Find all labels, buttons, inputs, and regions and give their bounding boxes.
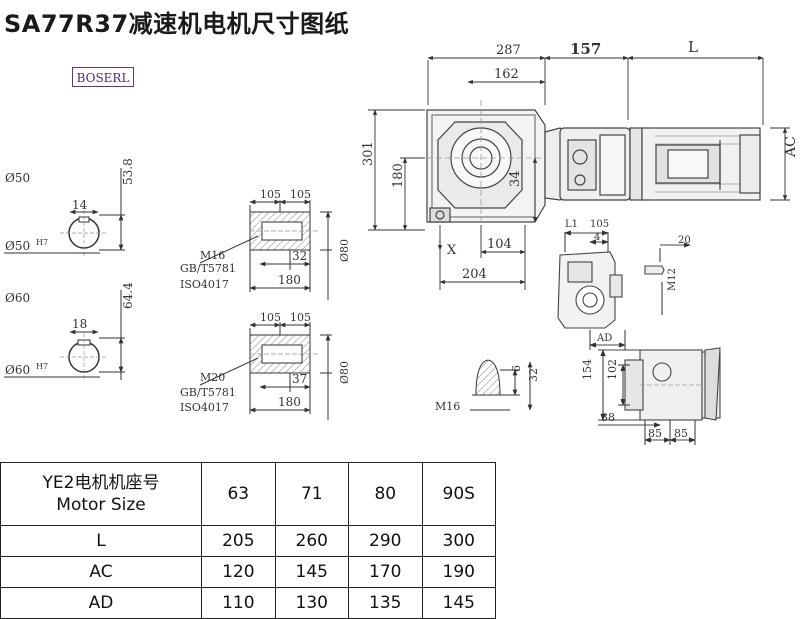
plug-drawing — [470, 359, 533, 411]
plug-labels: M16 6 32 — [435, 365, 540, 413]
dim-L: L — [688, 38, 698, 56]
plug-d32: 32 — [527, 368, 540, 382]
row-label: L — [0, 525, 203, 557]
bolt-m20-drawing — [199, 322, 332, 420]
dim-162: 162 — [494, 67, 519, 82]
shaft-60-key: 18 — [72, 317, 87, 331]
bolt-m16-d1: 105 — [260, 188, 281, 201]
bolt-m16-d80: Ø80 — [338, 239, 351, 262]
bolt-m16-d32: 32 — [292, 249, 307, 263]
table-cell: 110 — [201, 587, 276, 619]
size-63: 63 — [201, 462, 276, 526]
bolt-m20-d1: 105 — [260, 311, 281, 324]
row-label: AD — [0, 587, 203, 619]
bolt-m16-drawing — [199, 199, 332, 300]
brand-logo: BOSERL — [72, 67, 134, 87]
side-d4: 4 — [594, 232, 600, 243]
table-cell: 290 — [348, 525, 423, 557]
bolt-m16-d2: 105 — [290, 188, 311, 201]
bolt-m20-d37: 37 — [292, 372, 307, 386]
shaft-50-key: 14 — [72, 198, 88, 212]
front-d85b: 85 — [674, 427, 688, 440]
dim-X: X — [447, 243, 457, 258]
page-title: SA77R37减速机电机尺寸图纸 — [4, 10, 350, 38]
bolt-m20-std2: ISO4017 — [180, 401, 229, 414]
bolt-m16-thread: M16 — [200, 249, 225, 262]
table-cell: 190 — [421, 556, 496, 588]
side-m12: M12 — [667, 268, 678, 291]
shaft-60-height: 64.4 — [121, 282, 135, 309]
row-label: AC — [0, 556, 203, 588]
dim-34: 34 — [508, 170, 523, 187]
table-cell: 145 — [421, 587, 496, 619]
bolt-m20-thread: M20 — [200, 371, 225, 384]
side-l1: L1 — [565, 219, 578, 230]
side-d105: 105 — [590, 219, 609, 230]
side-ad: AD — [596, 333, 612, 344]
table-cell: 130 — [274, 587, 350, 619]
shaft-section-60 — [4, 290, 125, 380]
header-label-cn: YE2电机机座号 — [42, 473, 160, 493]
bolt-m20-d80: Ø80 — [338, 361, 351, 384]
dim-180: 180 — [391, 163, 406, 188]
shaft-60-hole: Ø60 — [5, 363, 30, 377]
bolt-m20-std1: GB/T5781 — [180, 386, 236, 399]
table-row: AC 120 145 170 190 — [0, 556, 496, 588]
table-cell: 135 — [348, 587, 423, 619]
front-d154: 154 — [581, 359, 594, 380]
front-d102: 102 — [606, 359, 619, 380]
bolt-m16-std1: GB/T5781 — [180, 262, 236, 275]
dim-AC: AC — [783, 136, 799, 158]
shaft-50-dia: Ø50 — [5, 171, 30, 185]
main-dimensions — [368, 55, 790, 290]
shaft-60-tol: H7 — [36, 362, 48, 371]
dim-204: 204 — [462, 267, 487, 282]
table-cell: 205 — [201, 525, 276, 557]
table-row: AD 110 130 135 145 — [0, 587, 496, 619]
table-header-row: YE2电机机座号 Motor Size 63 71 80 90S — [0, 462, 496, 526]
shaft-50-hole: Ø50 — [5, 239, 30, 253]
table-cell: 120 — [201, 556, 276, 588]
bolt-m16-labels: 105 105 M16 GB/T5781 ISO4017 32 180 Ø80 — [180, 188, 351, 291]
shaft-50-tol: H7 — [36, 238, 48, 247]
bolt-m16-std2: ISO4017 — [180, 278, 229, 291]
side-d20: 20 — [678, 235, 691, 246]
bolt-m20-d2: 105 — [290, 311, 311, 324]
shaft-section-50 — [4, 168, 125, 256]
table-cell: 300 — [421, 525, 496, 557]
front-d38: 38 — [601, 411, 615, 424]
size-80: 80 — [348, 462, 423, 526]
shaft-50-height: 53.8 — [121, 158, 135, 185]
plug-thread: M16 — [435, 400, 460, 413]
dim-157: 157 — [570, 40, 601, 58]
shaft-section-50-labels: Ø50 14 53.8 Ø50 H7 — [5, 158, 135, 253]
plug-d6: 6 — [510, 365, 523, 372]
dim-287: 287 — [496, 43, 521, 58]
technical-drawing: 287 162 157 L AC 301 180 34 X 104 204 Ø5… — [4, 38, 799, 445]
table-cell: 145 — [274, 556, 350, 588]
main-dim-labels: 287 162 157 L AC 301 180 34 X 104 204 — [361, 38, 799, 282]
size-90s: 90S — [421, 462, 496, 526]
bolt-m20-d180: 180 — [278, 395, 301, 409]
motor-size-table: YE2电机机座号 Motor Size 63 71 80 90S L 205 2… — [0, 462, 496, 619]
front-d85a: 85 — [648, 427, 662, 440]
size-71: 71 — [274, 462, 350, 526]
side-view-drawing — [557, 230, 691, 350]
table-cell: 260 — [274, 525, 350, 557]
shaft-60-dia: Ø60 — [5, 291, 30, 305]
bolt-m16-d180: 180 — [278, 273, 301, 287]
bolt-m20-labels: 105 105 M20 GB/T5781 ISO4017 37 180 Ø80 — [180, 311, 351, 414]
dim-104: 104 — [487, 237, 512, 252]
front-view-labels: 154 102 38 85 85 — [581, 359, 688, 440]
gearbox-main-view — [426, 100, 761, 235]
front-view-drawing — [598, 347, 721, 445]
table-cell: 170 — [348, 556, 423, 588]
table-row: L 205 260 290 300 — [0, 525, 496, 557]
dim-301: 301 — [361, 141, 376, 166]
table-header-label: YE2电机机座号 Motor Size — [0, 462, 203, 526]
header-label-en: Motor Size — [56, 495, 146, 515]
shaft-section-60-labels: Ø60 18 64.4 Ø60 H7 — [5, 282, 135, 377]
side-view-labels: L1 105 4 20 M12 AD — [565, 219, 691, 344]
